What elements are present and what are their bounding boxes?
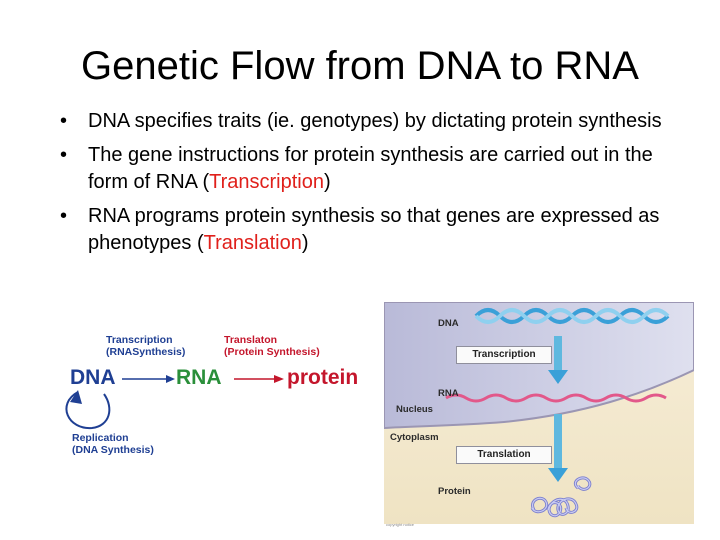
rna-label: RNA <box>176 366 222 389</box>
figure-rna-label: RNA <box>438 388 459 399</box>
cytoplasm-label: Cytoplasm <box>390 432 439 443</box>
replication-arrowhead <box>70 390 82 404</box>
figure-protein-label: Protein <box>438 486 471 497</box>
highlight-term: Translation <box>203 232 302 254</box>
translation-sub-label: (Protein Synthesis) <box>224 346 320 358</box>
figure-dna-label: DNA <box>438 318 459 329</box>
cell-figure: DNA Transcription RNA Nucleus Cytoplasm … <box>384 302 694 524</box>
transcription-arrow-shaft <box>554 336 562 370</box>
protein-label: protein <box>287 366 359 389</box>
translation-arrow-shaft <box>554 414 562 470</box>
flow-arrows <box>65 375 284 430</box>
translation-label: Translaton <box>224 334 278 346</box>
translation-arrowhead <box>548 468 568 482</box>
bullet-dot: • <box>60 110 68 132</box>
bullet-dot: • <box>60 144 68 166</box>
transcription-sub-label: (RNASynthesis) <box>106 346 186 358</box>
translation-arrowhead <box>274 375 284 383</box>
transcription-arrowhead <box>548 370 568 384</box>
rna-strand <box>445 393 667 403</box>
cell-illustration <box>384 302 694 524</box>
replication-label: Replication <box>72 432 129 444</box>
replication-sub-label: (DNA Synthesis) <box>72 444 154 456</box>
bullet-text: The gene instructions for protein synthe… <box>88 144 653 193</box>
bullet-list: • DNA specifies traits (ie. genotypes) b… <box>54 108 674 264</box>
transcription-box: Transcription <box>456 346 552 364</box>
bullet-text: DNA specifies traits (ie. genotypes) by … <box>88 110 662 132</box>
bullet-dot: • <box>60 205 68 227</box>
transcription-label: Transcription <box>106 334 173 346</box>
bullet-item: • DNA specifies traits (ie. genotypes) b… <box>54 108 674 135</box>
translation-box: Translation <box>456 446 552 464</box>
nucleus-label: Nucleus <box>396 404 433 415</box>
dna-label: DNA <box>70 366 116 389</box>
protein-chain-highlight <box>531 477 591 517</box>
page-title: Genetic Flow from DNA to RNA <box>81 44 639 88</box>
bullet-item: • RNA programs protein synthesis so that… <box>54 203 674 257</box>
bullet-text: RNA programs protein synthesis so that g… <box>88 205 660 254</box>
bullet-text-end: ) <box>324 171 331 193</box>
highlight-term: Transcription <box>209 171 324 193</box>
transcription-arrowhead <box>166 375 175 383</box>
central-dogma-diagram: Transcription (RNASynthesis) Translaton … <box>62 330 362 460</box>
bullet-item: • The gene instructions for protein synt… <box>54 142 674 196</box>
figure-credit: copyright notice <box>386 522 415 527</box>
bullet-text-end: ) <box>301 232 309 254</box>
replication-loop <box>65 391 111 430</box>
dna-strand-b <box>474 308 670 324</box>
